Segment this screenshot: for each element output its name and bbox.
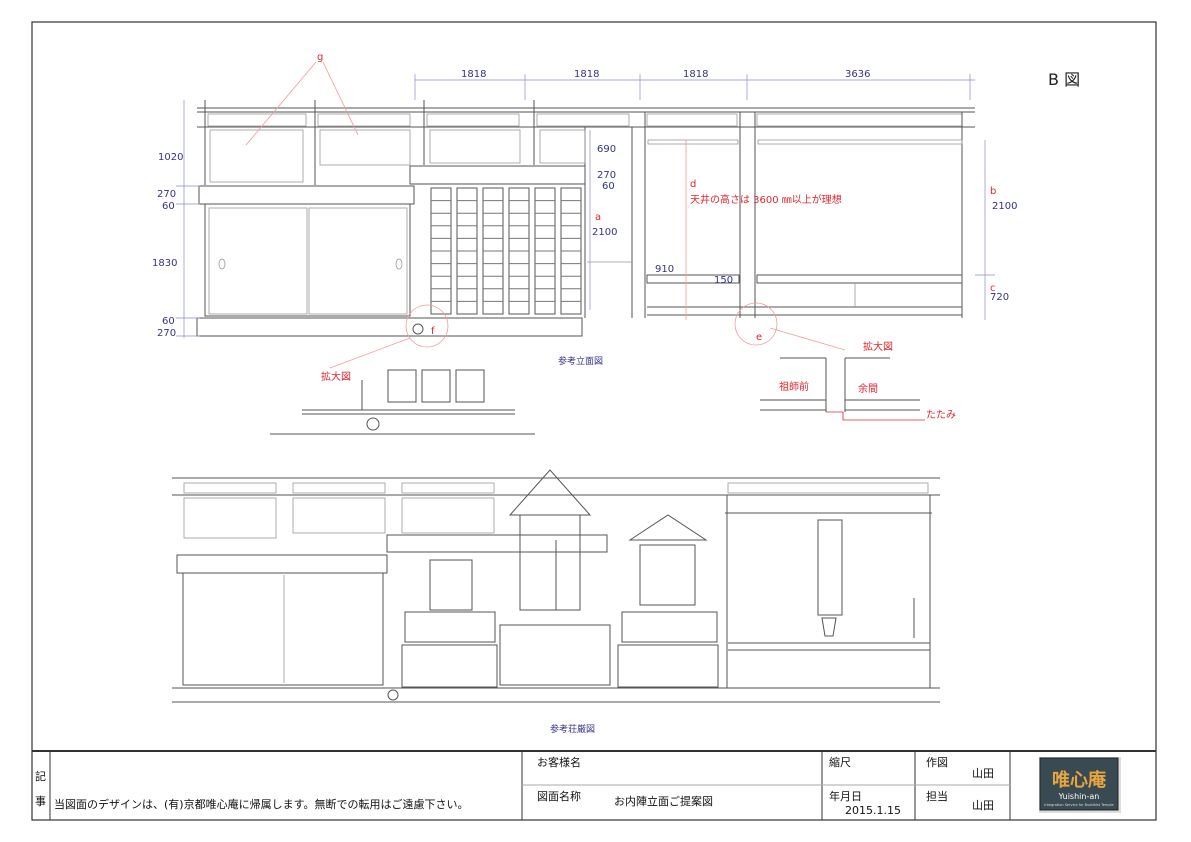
detail-left [270, 323, 535, 435]
marker-a: a [595, 212, 601, 223]
marker-c: c [990, 283, 996, 294]
detail-left-label: 拡大図 [321, 370, 351, 383]
drafter-value: 山田 [972, 767, 994, 780]
drawing-name-label: 図面名称 [537, 789, 581, 803]
copyright-notice: 当図面のデザインは、(有)京都唯心庵に帰属します。無断での転用はご遠慮下さい。 [54, 797, 468, 811]
marker-d: d [690, 179, 696, 190]
label-yoma: 余間 [858, 382, 878, 395]
dim-left-60b: 60 [162, 316, 175, 327]
drafter-label: 作図 [926, 756, 948, 769]
dim-150: 150 [714, 275, 733, 286]
dim-270: 270 [597, 170, 616, 181]
manager-value: 山田 [972, 799, 994, 812]
marker-e: e [756, 332, 762, 343]
dimension-lines [176, 74, 995, 338]
date-label: 年月日 [829, 789, 862, 803]
sheet-label: B 図 [1048, 70, 1080, 89]
shogon-caption: 参考荘厳図 [550, 723, 595, 735]
logo-tagline: Integration Service for Buddhist Temple [1044, 803, 1113, 807]
manager-label: 担当 [926, 789, 948, 803]
customer-name-label: お客様名 [537, 755, 581, 769]
annotation-lines [245, 61, 925, 421]
dim-60: 60 [602, 181, 615, 192]
ceiling-height-note: 天井の高さは 3600 ㎜以上が理想 [690, 193, 842, 206]
marker-g: g [317, 52, 323, 63]
label-soshimae: 祖師前 [779, 380, 809, 393]
dim-left-60: 60 [162, 201, 175, 212]
dim-left-1830: 1830 [152, 258, 177, 269]
scale-label: 縮尺 [829, 755, 851, 769]
dim-c-720: 720 [990, 292, 1009, 303]
label-tatami: たたみ [926, 409, 956, 421]
kiji-label-2: 事 [35, 795, 46, 808]
dim-top-1: 1818 [461, 69, 486, 80]
shogon-drawing [172, 469, 940, 703]
dim-left-270b: 270 [157, 328, 176, 339]
drawing-name-value: お内陣立面ご提案図 [614, 794, 713, 808]
title-block [32, 750, 1156, 820]
marker-b: b [990, 186, 996, 197]
detail-right-label: 拡大図 [863, 340, 893, 353]
dim-690: 690 [597, 144, 616, 155]
marker-f: f [431, 326, 435, 337]
dim-top-3: 1818 [683, 69, 708, 80]
dim-left-1020: 1020 [158, 152, 183, 163]
dim-top-2: 1818 [574, 69, 599, 80]
dim-b-2100: 2100 [992, 201, 1017, 212]
sheet-border [31, 21, 1157, 821]
dim-910: 910 [655, 264, 674, 275]
date-value: 2015.1.15 [845, 804, 901, 817]
logo-text: 唯心庵 [1052, 769, 1107, 791]
logo-roman: Yuishin-an [1058, 792, 1100, 801]
company-logo: 唯心庵 Yuishin-an Integration Service for B… [1039, 757, 1121, 813]
elevation-drawing [196, 100, 975, 337]
dim-left-270: 270 [157, 189, 176, 200]
elevation-caption: 参考立面図 [558, 355, 603, 367]
dim-top-4: 3636 [845, 69, 870, 80]
dim-a-2100: 2100 [592, 227, 617, 238]
kiji-label-1: 記 [35, 769, 46, 783]
detail-right [760, 357, 920, 412]
